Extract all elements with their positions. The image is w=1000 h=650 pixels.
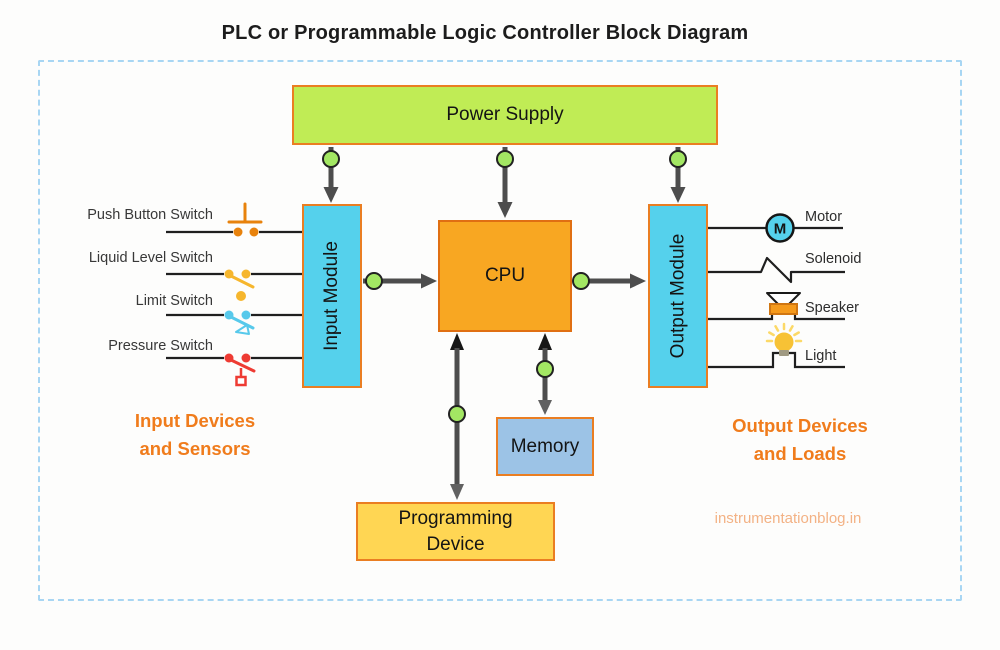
output-devices-caption-line2: and Loads (753, 443, 847, 464)
power-to-output-module-arrow (669, 147, 687, 203)
watermark: instrumentationblog.in (714, 510, 862, 527)
connector-dot (496, 150, 514, 168)
connector-dot (322, 150, 340, 168)
input-module-block: Input Module (302, 204, 362, 388)
push-button-switch-label: Push Button Switch (87, 207, 213, 223)
push-button-switch-symbol (166, 202, 303, 237)
light-bulb-icon (708, 322, 845, 369)
programming-device-block: Programming Device (356, 502, 555, 561)
connector-dot (365, 272, 383, 290)
power-to-cpu-arrow (496, 147, 514, 218)
input-devices-caption-line1: Input Devices (134, 410, 256, 431)
output-devices-caption-line1: Output Devices (732, 415, 868, 436)
cpu-memory-arrow (536, 333, 554, 415)
cpu-to-output-module-arrow (572, 272, 646, 290)
input-devices-caption-line2: and Sensors (139, 438, 251, 459)
limit-switch-label: Limit Switch (135, 293, 213, 309)
liquid-level-switch-symbol (166, 269, 303, 301)
diagram-title: PLC or Programmable Logic Controller Blo… (221, 22, 749, 44)
power-supply-block: Power Supply (292, 85, 718, 145)
speaker-symbol (708, 292, 845, 321)
liquid-level-switch-label: Liquid Level Switch (88, 250, 213, 266)
programming-device-label: Programming Device (398, 507, 513, 555)
memory-block: Memory (496, 417, 594, 476)
output-devices-caption: Output Devices and Loads (708, 412, 892, 468)
connector-dot (572, 272, 590, 290)
limit-switch-symbol (166, 310, 303, 335)
motor-letter: M (774, 221, 787, 238)
output-module-block: Output Module (648, 204, 708, 388)
connector-dot (536, 360, 554, 378)
light-label: Light (805, 348, 837, 364)
power-to-input-module-arrow (322, 147, 340, 203)
output-module-label: Output Module (667, 233, 689, 359)
cpu-block: CPU (438, 220, 572, 332)
solenoid-symbol (708, 256, 845, 284)
connector-dot (448, 405, 466, 423)
cpu-label: CPU (484, 265, 526, 286)
solenoid-label: Solenoid (805, 251, 862, 267)
motor-symbol: M (708, 213, 843, 243)
diagram-border (38, 60, 962, 601)
pressure-switch-symbol (166, 353, 303, 387)
connector-dot (669, 150, 687, 168)
cpu-programming-device-arrow (448, 333, 466, 500)
input-module-label: Input Module (321, 241, 343, 351)
memory-label: Memory (510, 435, 580, 457)
pressure-switch-label: Pressure Switch (108, 338, 213, 354)
power-supply-label: Power Supply (446, 104, 564, 125)
motor-label: Motor (805, 209, 843, 225)
input-devices-caption: Input Devices and Sensors (105, 407, 285, 463)
speaker-label: Speaker (805, 300, 860, 316)
input-module-to-cpu-arrow (363, 272, 437, 290)
